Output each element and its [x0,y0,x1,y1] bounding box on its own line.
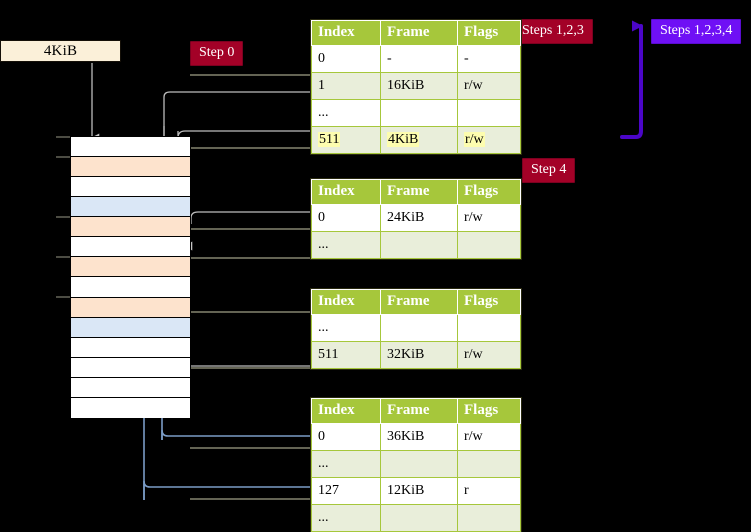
badge-step-0: Step 0 [190,41,244,66]
table-row[interactable]: ... [311,231,521,259]
cell-index: 0 [311,423,381,451]
cell-index: ... [311,504,381,532]
cell-flags [457,99,521,127]
memory-frame-row [71,297,190,318]
badge-step-0-label: Step 0 [199,45,235,60]
column-header-index: Index [311,20,381,46]
cell-frame: 12KiB [380,477,458,505]
column-header-flags: Flags [457,20,521,46]
cell-index: 0 [311,45,381,73]
physical-memory-frames [70,136,191,418]
column-header-flags: Flags [457,289,521,315]
column-header-frame: Frame [380,289,458,315]
cell-frame: 36KiB [380,423,458,451]
cell-flags: r/w [457,204,521,232]
badge-steps-123: Steps 1,2,3 [513,19,593,44]
memory-frame-row [71,217,190,238]
cell-frame: - [380,45,458,73]
cell-frame [380,450,458,478]
table-row[interactable]: ... [311,99,521,127]
cell-frame [380,99,458,127]
cell-frame: 16KiB [380,72,458,100]
cell-index: 1 [311,72,381,100]
column-header-index: Index [311,289,381,315]
cell-flags [457,450,521,478]
column-header-flags: Flags [457,398,521,424]
table-row[interactable]: ... [311,314,521,342]
badge-steps-1234: Steps 1,2,3,4 [651,19,742,44]
virtual-page-box: 4KiB [0,40,121,62]
cell-flags: r/w [457,423,521,451]
memory-frame-row [71,397,190,418]
cell-flags [457,231,521,259]
table-row[interactable]: ... [311,450,521,478]
cell-flags: r [457,477,521,505]
memory-frame-row [71,337,190,358]
column-header-index: Index [311,398,381,424]
cell-index: 127 [311,477,381,505]
column-header-frame: Frame [380,179,458,205]
column-header-frame: Frame [380,20,458,46]
cell-flags: r/w [457,341,521,369]
table-row[interactable]: 0-- [311,45,521,73]
memory-frame-row [71,277,190,298]
cell-index: 0 [311,204,381,232]
badge-step-4: Step 4 [522,158,576,183]
cell-frame: 32KiB [380,341,458,369]
cell-frame: 24KiB [380,204,458,232]
cell-index: ... [311,450,381,478]
table-row[interactable]: ... [311,504,521,532]
memory-frame-row [71,177,190,198]
memory-frame-row [71,197,190,218]
badge-step-4-label: Step 4 [531,162,567,177]
cell-index: ... [311,99,381,127]
memory-frame-row [71,377,190,398]
column-header-frame: Frame [380,398,458,424]
cell-flags: r/w [457,72,521,100]
cell-frame: 4KiB [380,126,458,154]
cell-index: 511 [311,341,381,369]
memory-frame-row [71,157,190,178]
column-header-flags: Flags [457,179,521,205]
memory-frame-row [71,257,190,278]
cell-frame [380,231,458,259]
cell-index: ... [311,231,381,259]
memory-frame-row [71,357,190,378]
cell-flags: r/w [457,126,521,154]
cell-flags: - [457,45,521,73]
memory-frame-row [71,237,190,258]
cell-index: 511 [311,126,381,154]
cell-flags [457,504,521,532]
badge-steps-1234-label: Steps 1,2,3,4 [660,23,733,38]
badge-steps-123-label: Steps 1,2,3 [522,23,584,38]
cell-flags [457,314,521,342]
column-header-index: Index [311,179,381,205]
memory-frame-row [71,137,190,158]
cell-frame [380,314,458,342]
virtual-page-label: 4KiB [43,42,78,59]
cell-index: ... [311,314,381,342]
cell-frame [380,504,458,532]
memory-frame-row [71,317,190,338]
